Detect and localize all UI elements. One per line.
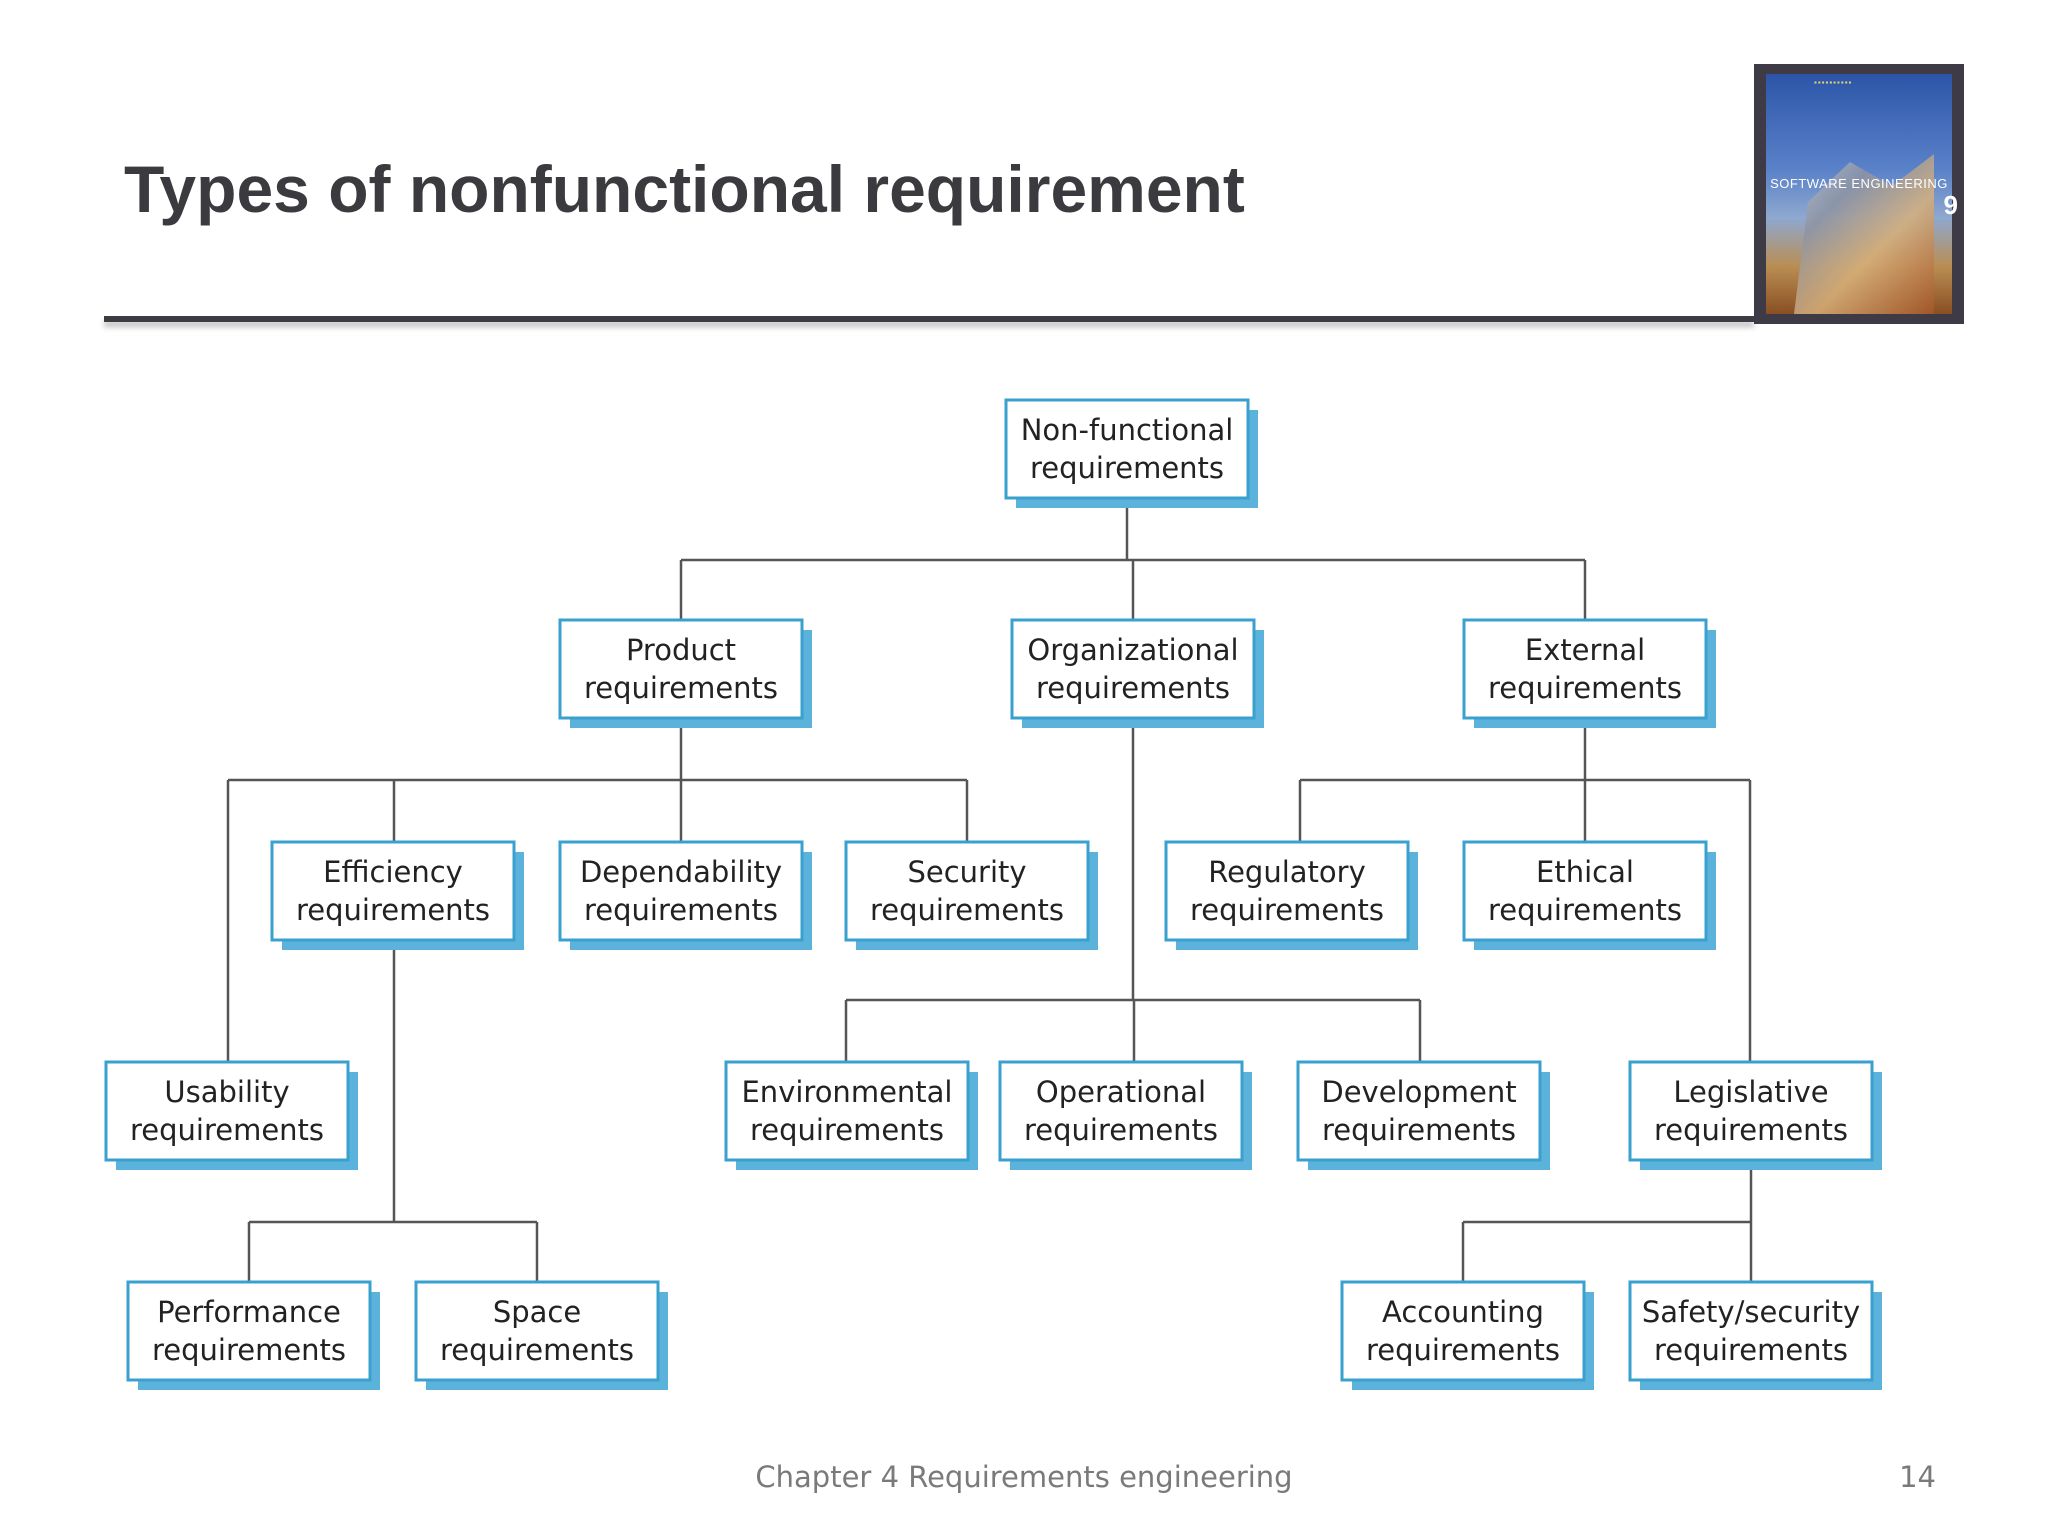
node-organizational: Organizational requirements — [1010, 618, 1264, 728]
node-legislative-box — [1628, 1060, 1874, 1162]
node-dependability-label-line-2: requirements — [584, 893, 778, 927]
node-external-label-line-1: External — [1525, 633, 1645, 667]
node-usability: Usability requirements — [104, 1060, 358, 1170]
node-efficiency-label-line-1: Efficiency — [323, 855, 463, 889]
node-safety-security-label-line-1: Safety/security — [1642, 1295, 1860, 1329]
cover-author-text: ▪▪▪▪▪▪▪▪▪▪ — [1814, 78, 1853, 87]
node-environmental: Environmental requirements — [724, 1060, 978, 1170]
node-ethical-label-line-1: Ethical — [1536, 855, 1634, 889]
node-external-box — [1462, 618, 1708, 720]
node-operational-label-line-1: Operational — [1036, 1075, 1206, 1109]
node-security-label-line-2: requirements — [870, 893, 1064, 927]
connectors — [226, 498, 1753, 1282]
node-external: External requirements — [1462, 618, 1716, 728]
node-dependability: Dependability requirements — [558, 840, 812, 950]
node-dependability-box — [558, 840, 804, 942]
node-efficiency-label-line-2: requirements — [296, 893, 490, 927]
node-legislative-label-line-1: Legislative — [1673, 1075, 1828, 1109]
node-accounting-label-line-2: requirements — [1366, 1333, 1560, 1367]
node-product-box — [558, 618, 804, 720]
node-ethical-box — [1462, 840, 1708, 942]
node-usability-label-line-2: requirements — [130, 1113, 324, 1147]
node-operational-box — [998, 1060, 1244, 1162]
node-organizational-label-line-1: Organizational — [1027, 633, 1238, 667]
cover-title: SOFTWARE ENGINEERING — [1770, 176, 1948, 191]
node-efficiency-box — [270, 840, 516, 942]
node-ethical: Ethical requirements — [1462, 840, 1716, 950]
book-cover-image: ▪▪▪▪▪▪▪▪▪▪ SOFTWARE ENGINEERING 9 — [1754, 64, 1964, 324]
node-security: Security requirements — [844, 840, 1098, 950]
node-development-label-line-2: requirements — [1322, 1113, 1516, 1147]
page-number: 14 — [1899, 1460, 1936, 1494]
node-space: Space requirements — [414, 1280, 668, 1390]
node-nonfunctional-label-line-2: requirements — [1030, 451, 1224, 485]
node-safety-security-label-line-2: requirements — [1654, 1333, 1848, 1367]
node-regulatory: Regulatory requirements — [1164, 840, 1418, 950]
node-product: Product requirements — [558, 618, 812, 728]
slide-footer: Chapter 4 Requirements engineering — [755, 1460, 1293, 1494]
node-accounting-label-line-1: Accounting — [1382, 1295, 1544, 1329]
node-dependability-label-line-1: Dependability — [580, 855, 782, 889]
node-performance-label-line-1: Performance — [157, 1295, 341, 1329]
title-divider — [104, 316, 1754, 322]
node-regulatory-label-line-1: Regulatory — [1208, 855, 1366, 889]
node-organizational-label-line-2: requirements — [1036, 671, 1230, 705]
node-space-box — [414, 1280, 660, 1382]
node-ethical-label-line-2: requirements — [1488, 893, 1682, 927]
node-operational-label-line-2: requirements — [1024, 1113, 1218, 1147]
node-operational: Operational requirements — [998, 1060, 1252, 1170]
node-space-label-line-1: Space — [493, 1295, 581, 1329]
node-performance-box — [126, 1280, 372, 1382]
node-usability-label-line-1: Usability — [164, 1075, 289, 1109]
node-product-label-line-2: requirements — [584, 671, 778, 705]
node-efficiency: Efficiency requirements — [270, 840, 524, 950]
node-regulatory-label-line-2: requirements — [1190, 893, 1384, 927]
slide-title: Types of nonfunctional requirement — [124, 152, 1245, 226]
node-security-label-line-1: Security — [907, 855, 1026, 889]
node-usability-box — [104, 1060, 350, 1162]
node-nonfunctional-label-line-1: Non-functional — [1021, 413, 1234, 447]
node-safety-security: Safety/security requirements — [1628, 1280, 1882, 1390]
node-regulatory-box — [1164, 840, 1410, 942]
node-security-box — [844, 840, 1090, 942]
node-product-label-line-1: Product — [626, 633, 736, 667]
node-nonfunctional-box — [1004, 398, 1250, 500]
node-development-label-line-1: Development — [1321, 1075, 1516, 1109]
node-development-box — [1296, 1060, 1542, 1162]
node-performance: Performance requirements — [126, 1280, 380, 1390]
node-organizational-box — [1010, 618, 1256, 720]
node-external-label-line-2: requirements — [1488, 671, 1682, 705]
node-safety-security-box — [1628, 1280, 1874, 1382]
node-environmental-label-line-2: requirements — [750, 1113, 944, 1147]
node-legislative-label-line-2: requirements — [1654, 1113, 1848, 1147]
node-nonfunctional: Non-functional requirements — [1004, 398, 1258, 508]
node-environmental-label-line-1: Environmental — [741, 1075, 952, 1109]
node-performance-label-line-2: requirements — [152, 1333, 346, 1367]
nodes: Non-functionalrequirementsProductrequire… — [104, 398, 1882, 1390]
node-accounting-box — [1340, 1280, 1586, 1382]
node-legislative: Legislative requirements — [1628, 1060, 1882, 1170]
node-environmental-box — [724, 1060, 970, 1162]
node-accounting: Accounting requirements — [1340, 1280, 1594, 1390]
node-development: Development requirements — [1296, 1060, 1550, 1170]
node-space-label-line-2: requirements — [440, 1333, 634, 1367]
cover-edition: 9 — [1943, 190, 1958, 220]
